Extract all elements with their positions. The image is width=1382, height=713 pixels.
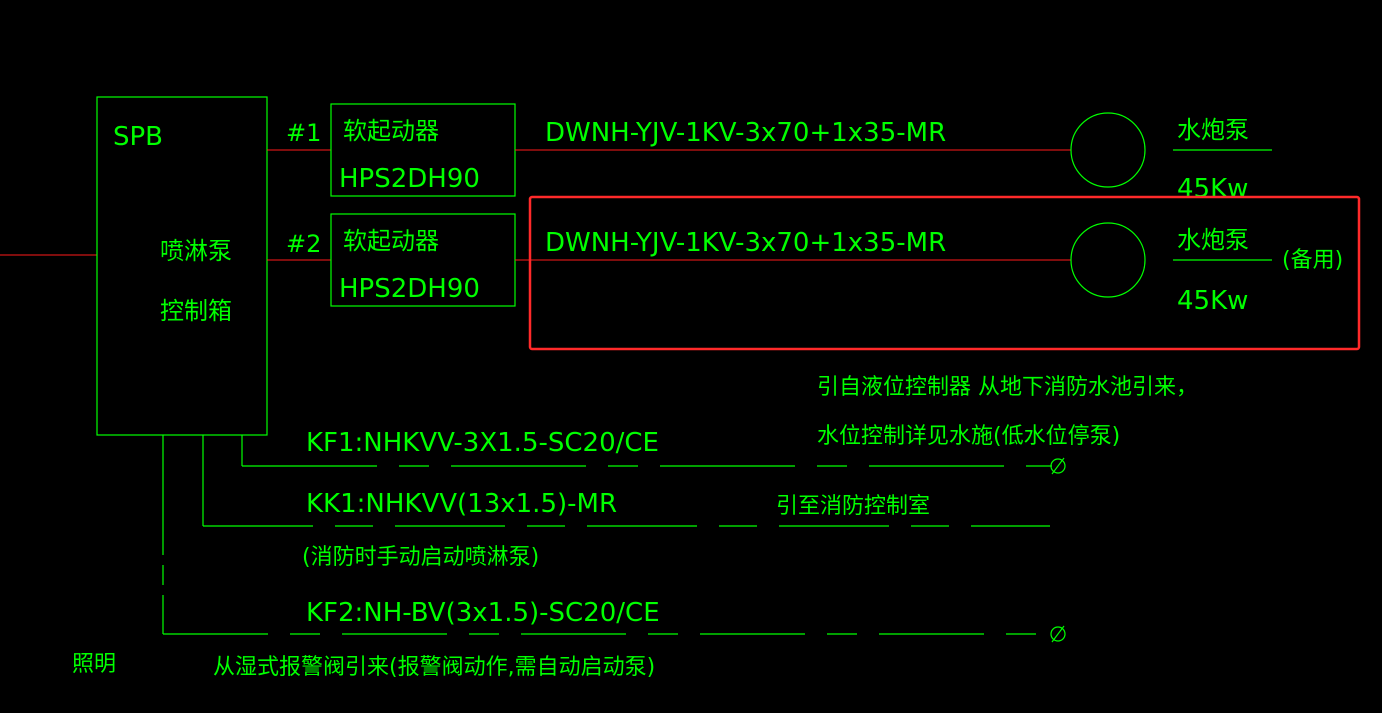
control-1-note-line2: 水位控制详见水施(低水位停泵): [817, 424, 1120, 449]
circuit-1-number: #1: [286, 119, 321, 147]
circuit-2-load-name: 水炮泵: [1177, 226, 1249, 254]
control-1-note-line1: 引自液位控制器 从地下消防水池引来，: [817, 375, 1198, 400]
circuit-1-load-name: 水炮泵: [1177, 116, 1249, 144]
panel-id: SPB: [113, 122, 163, 152]
circuit-2-starter-name: 软起动器: [343, 227, 439, 255]
circuit-2-number: #2: [286, 230, 321, 258]
control-panel-box: [96, 96, 268, 436]
highlight-box: [528, 195, 1361, 351]
panel-name-line1: 喷淋泵: [160, 237, 232, 265]
control-3-terminal-symbol: [1050, 625, 1066, 643]
control-1-cable-spec: KF1:NHKVV-3X1.5-SC20/CE: [306, 428, 659, 458]
lighting-label: 照明: [72, 652, 116, 677]
circuit-2-cable-spec: DWNH-YJV-1KV-3x70+1x35-MR: [545, 228, 946, 258]
panel-name-line2: 控制箱: [160, 297, 232, 325]
control-2-sub-note: (消防时手动启动喷淋泵): [302, 545, 539, 570]
control-1-terminal-symbol: [1050, 457, 1066, 475]
control-3-note: 从湿式报警阀引来(报警阀动作,需自动启动泵): [213, 655, 655, 680]
circuit-2-power: 45Kw: [1177, 286, 1248, 316]
circuit-2-starter-model: HPS2DH90: [339, 274, 480, 304]
control-2-note: 引至消防控制室: [776, 494, 930, 519]
circuit-1-starter-model: HPS2DH90: [339, 164, 480, 194]
circuit-2-standby-note: (备用): [1282, 248, 1343, 273]
circuit-1-starter-name: 软起动器: [343, 117, 439, 145]
circuit-1-cable-spec: DWNH-YJV-1KV-3x70+1x35-MR: [545, 118, 946, 148]
circuit-1-power: 45Kw: [1177, 174, 1248, 204]
circuit-1-motor-symbol: [1070, 112, 1146, 188]
control-3-cable-spec: KF2:NH-BV(3x1.5)-SC20/CE: [306, 598, 660, 628]
control-2-cable-spec: KK1:NHKVV(13x1.5)-MR: [306, 489, 617, 519]
circuit-2-motor-symbol: [1070, 222, 1146, 298]
